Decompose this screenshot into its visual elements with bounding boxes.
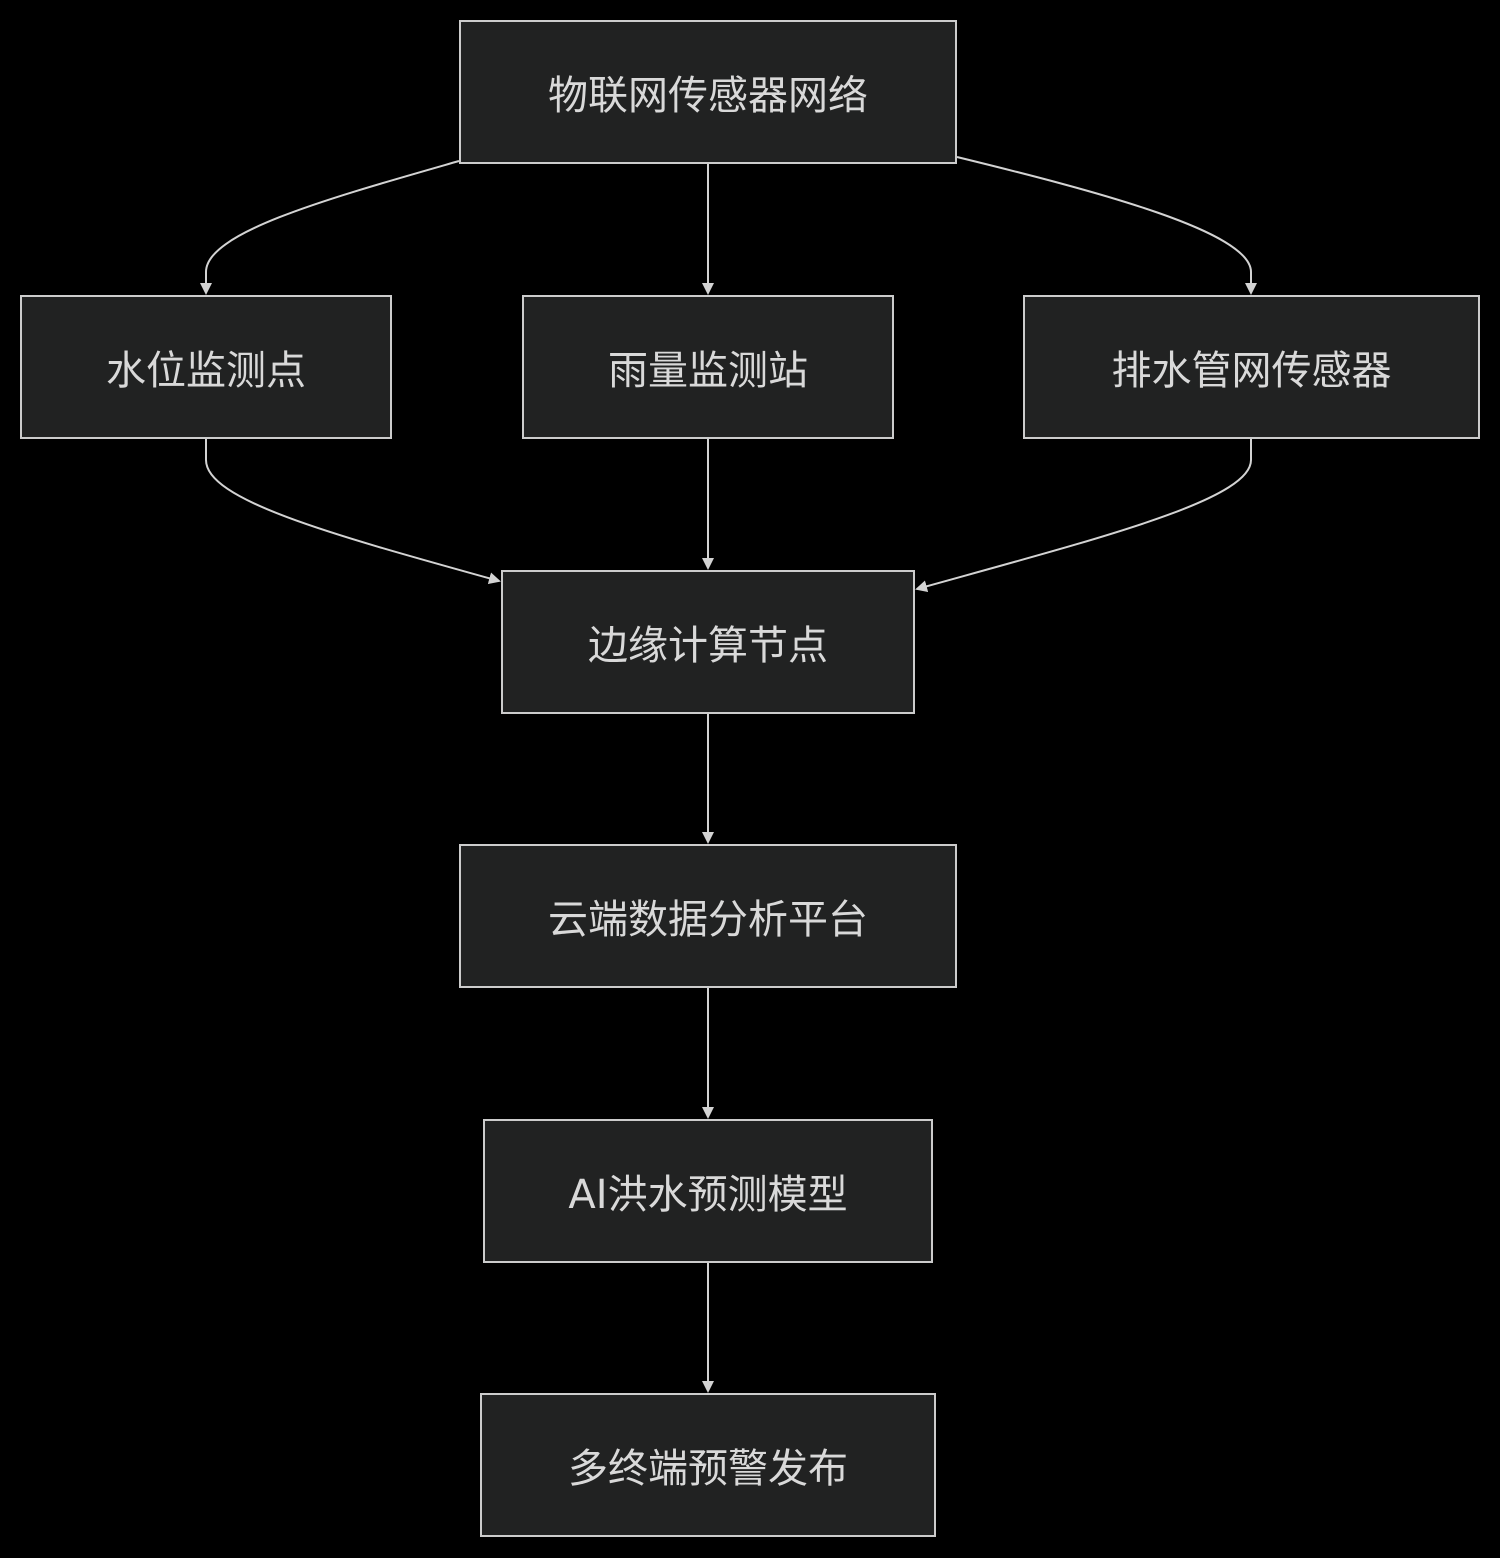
node-label: 多终端预警发布 [568, 1446, 848, 1492]
node-label: 云端数据分析平台 [548, 897, 868, 943]
node-label: 边缘计算节点 [588, 623, 828, 669]
node-label: 雨量监测站 [608, 348, 808, 394]
node-ai-flood-model: AI洪水预测模型 [483, 1119, 933, 1263]
node-label: AI洪水预测模型 [568, 1172, 848, 1218]
edge-drain-to-edge [915, 439, 1252, 593]
node-edge-computing: 边缘计算节点 [501, 570, 915, 714]
node-warning-release: 多终端预警发布 [480, 1393, 936, 1537]
edge-iot-to-water [200, 160, 460, 295]
node-cloud-platform: 云端数据分析平台 [459, 844, 957, 988]
edge-iot-to-drain [956, 156, 1257, 295]
node-iot-sensor-network: 物联网传感器网络 [459, 20, 957, 164]
node-drainage-sensor: 排水管网传感器 [1023, 295, 1480, 439]
node-label: 物联网传感器网络 [548, 73, 868, 119]
node-label: 水位监测点 [106, 348, 306, 394]
edge-water-to-edge [205, 439, 501, 585]
node-label: 排水管网传感器 [1111, 348, 1392, 394]
node-water-level-monitoring: 水位监测点 [20, 295, 392, 439]
node-rainfall-station: 雨量监测站 [522, 295, 894, 439]
